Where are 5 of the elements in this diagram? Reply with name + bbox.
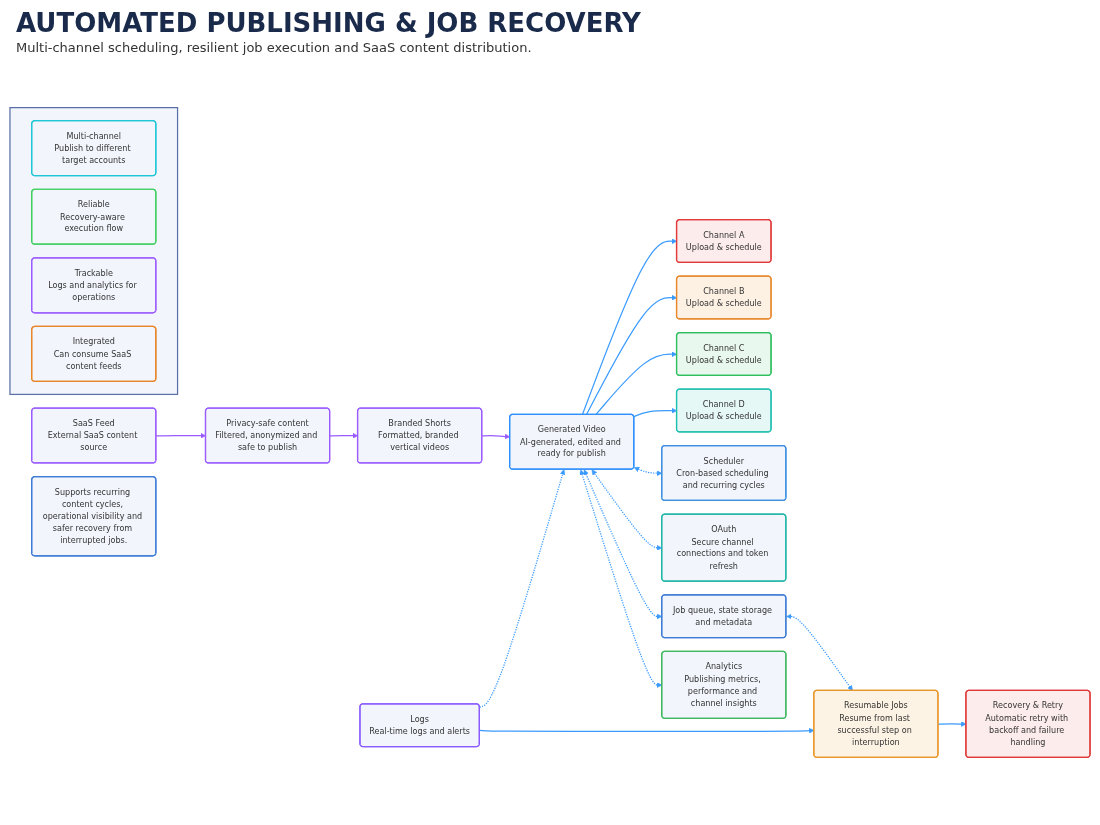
- cluster: [9, 107, 179, 395]
- title: AUTOMATED PUBLISHING & JOB RECOVERY: [16, 8, 642, 38]
- arrow: [786, 613, 853, 691]
- subtitle: Multi-channel scheduling, resilient job execution and SaaS content distribution.: [16, 40, 533, 55]
- arrow: [479, 469, 566, 708]
